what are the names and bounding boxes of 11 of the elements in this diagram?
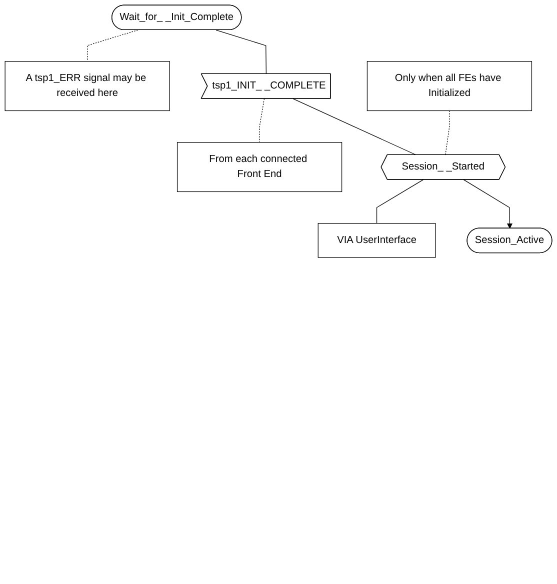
connector <box>292 98 417 156</box>
node-box: From each connected Front End <box>176 142 342 192</box>
node-box: A tsp1_ERR signal may be received here <box>4 61 170 112</box>
connector <box>259 98 265 143</box>
connector <box>376 179 424 224</box>
node-box: Only when all FEs have Initialized <box>366 61 532 112</box>
arrow <box>463 179 513 229</box>
node-box: VIA UserInterface <box>318 223 436 258</box>
connector <box>87 30 138 62</box>
connector <box>216 30 266 74</box>
connector <box>445 110 450 156</box>
